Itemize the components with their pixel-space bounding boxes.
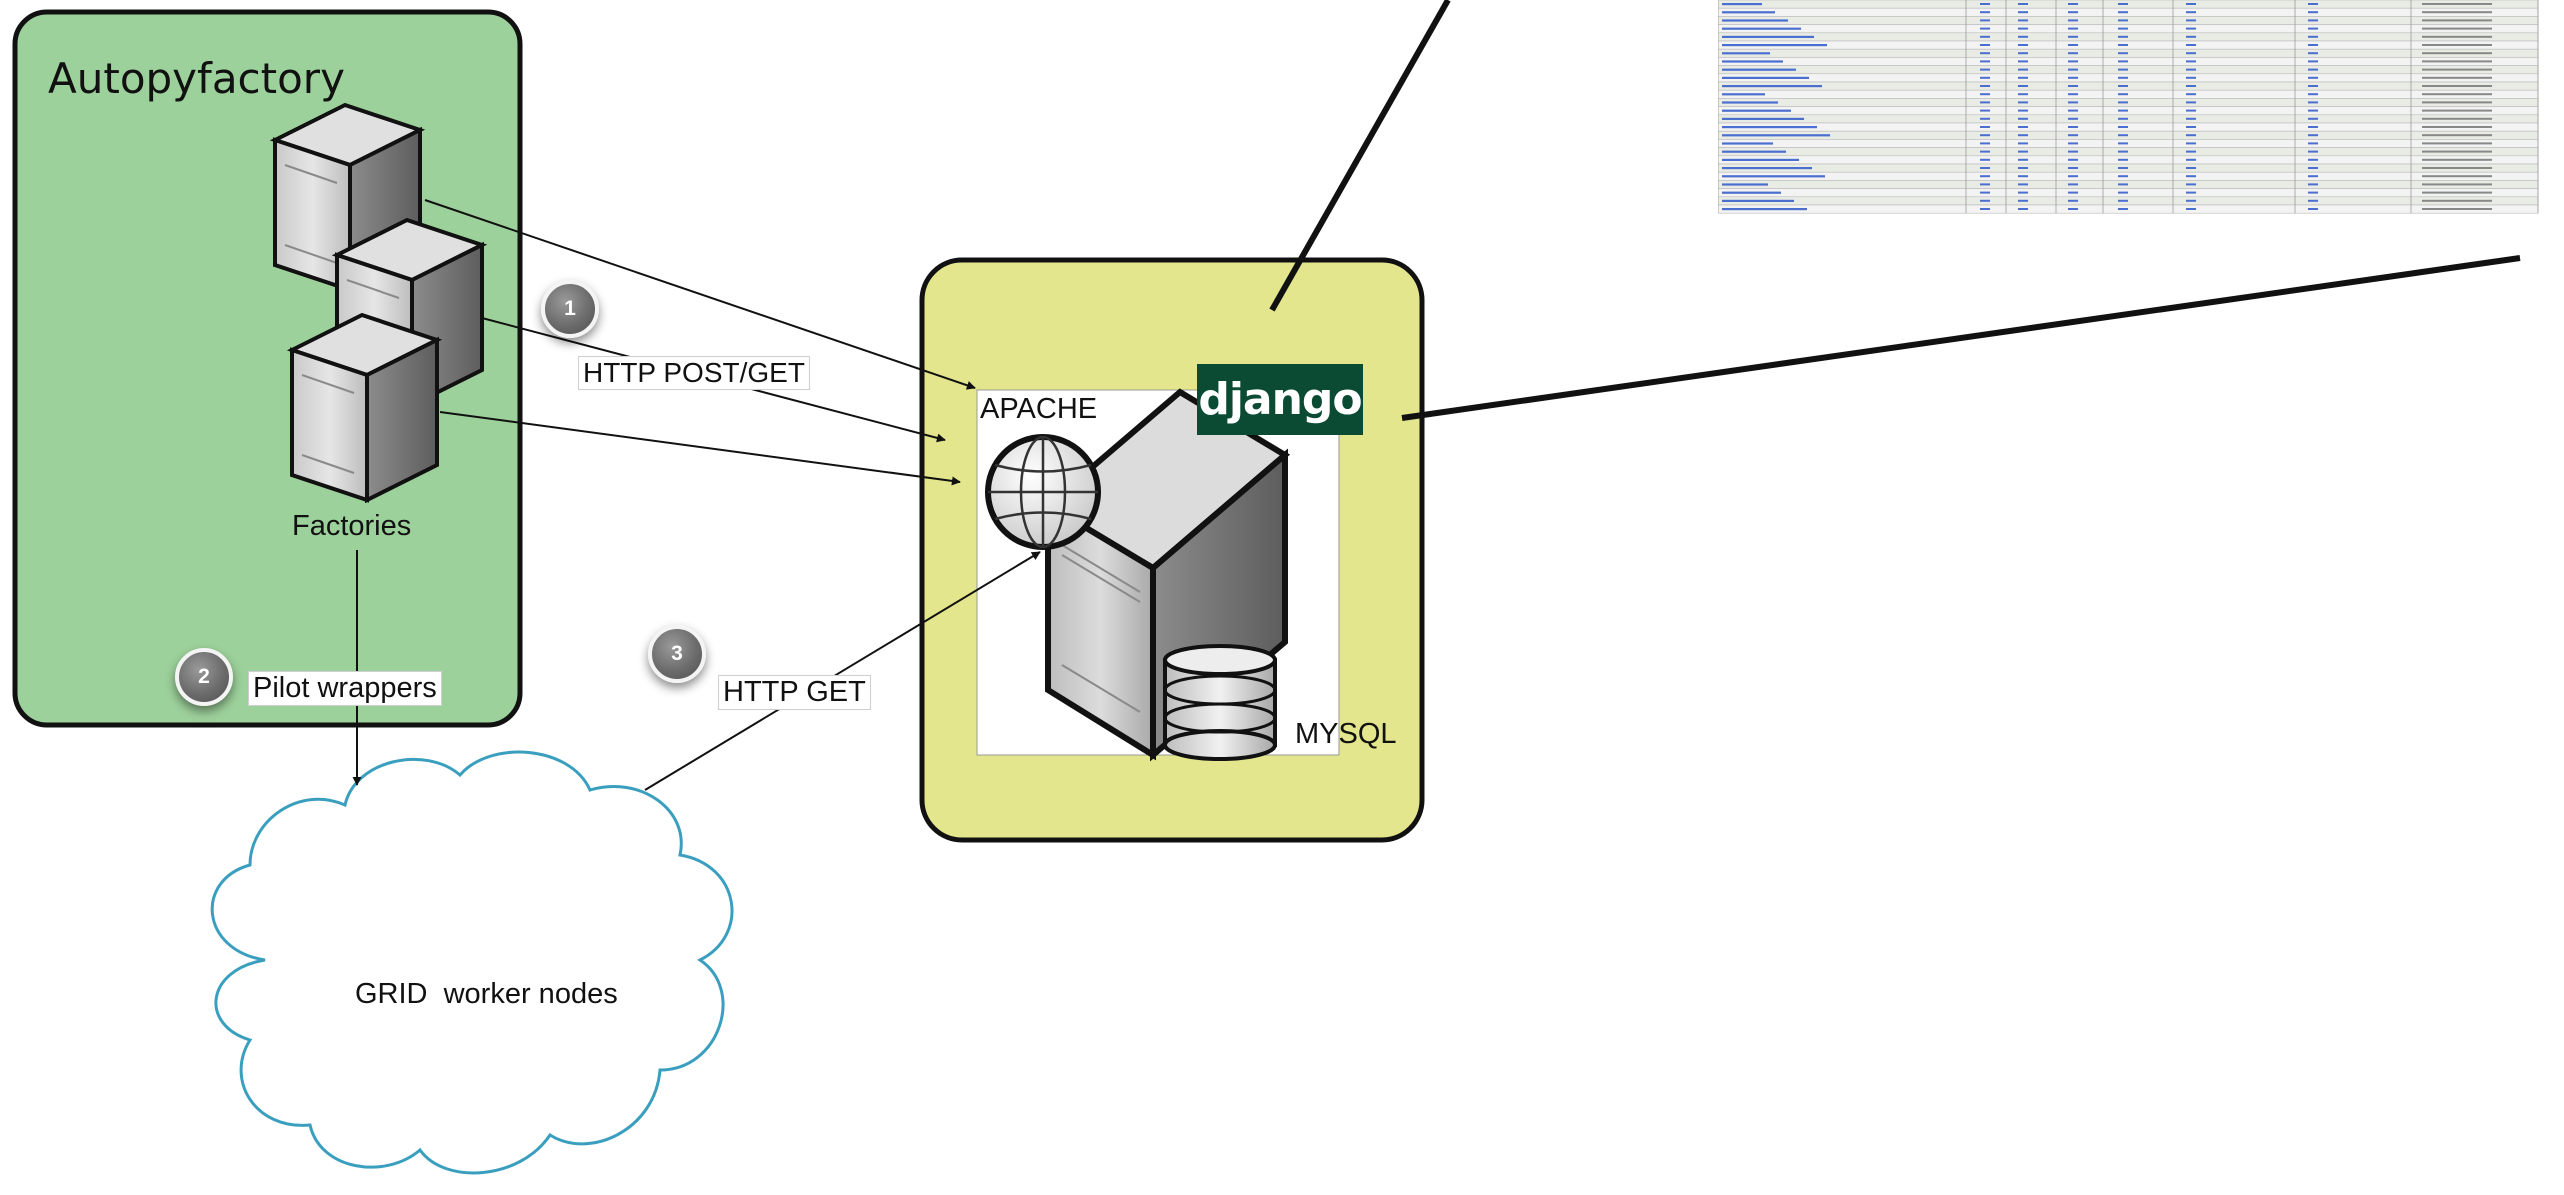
- django-logo: django: [1197, 364, 1363, 435]
- globe-icon: [985, 434, 1101, 550]
- grid-label: GRID worker nodes: [355, 978, 618, 1010]
- leader-line-bottom: [1401, 255, 2521, 421]
- leader-line-top: [1269, 0, 1451, 312]
- mysql-label: MYSQL: [1295, 718, 1397, 750]
- step-label-2: Pilot wrappers: [248, 671, 442, 706]
- server-icon: [286, 312, 443, 504]
- step-badge-1: 1: [541, 280, 599, 338]
- cloud-icon: [210, 750, 734, 1175]
- connector-factory-apache-1: [424, 199, 976, 390]
- apache-label: APACHE: [980, 393, 1098, 425]
- step-label-1: HTTP POST/GET: [578, 356, 810, 390]
- step-badge-2: 2: [175, 648, 233, 706]
- connector-grid-apache: [644, 551, 1041, 791]
- factories-label: Factories: [292, 510, 412, 542]
- step-badge-3: 3: [648, 625, 706, 683]
- autopyfactory-title: Autopyfactory: [48, 54, 345, 103]
- connector-factory-apache-3: [439, 411, 961, 486]
- database-icon: [1163, 644, 1277, 761]
- step-label-3: HTTP GET: [718, 675, 871, 710]
- monitor-page-thumbnail: [1718, 0, 2554, 216]
